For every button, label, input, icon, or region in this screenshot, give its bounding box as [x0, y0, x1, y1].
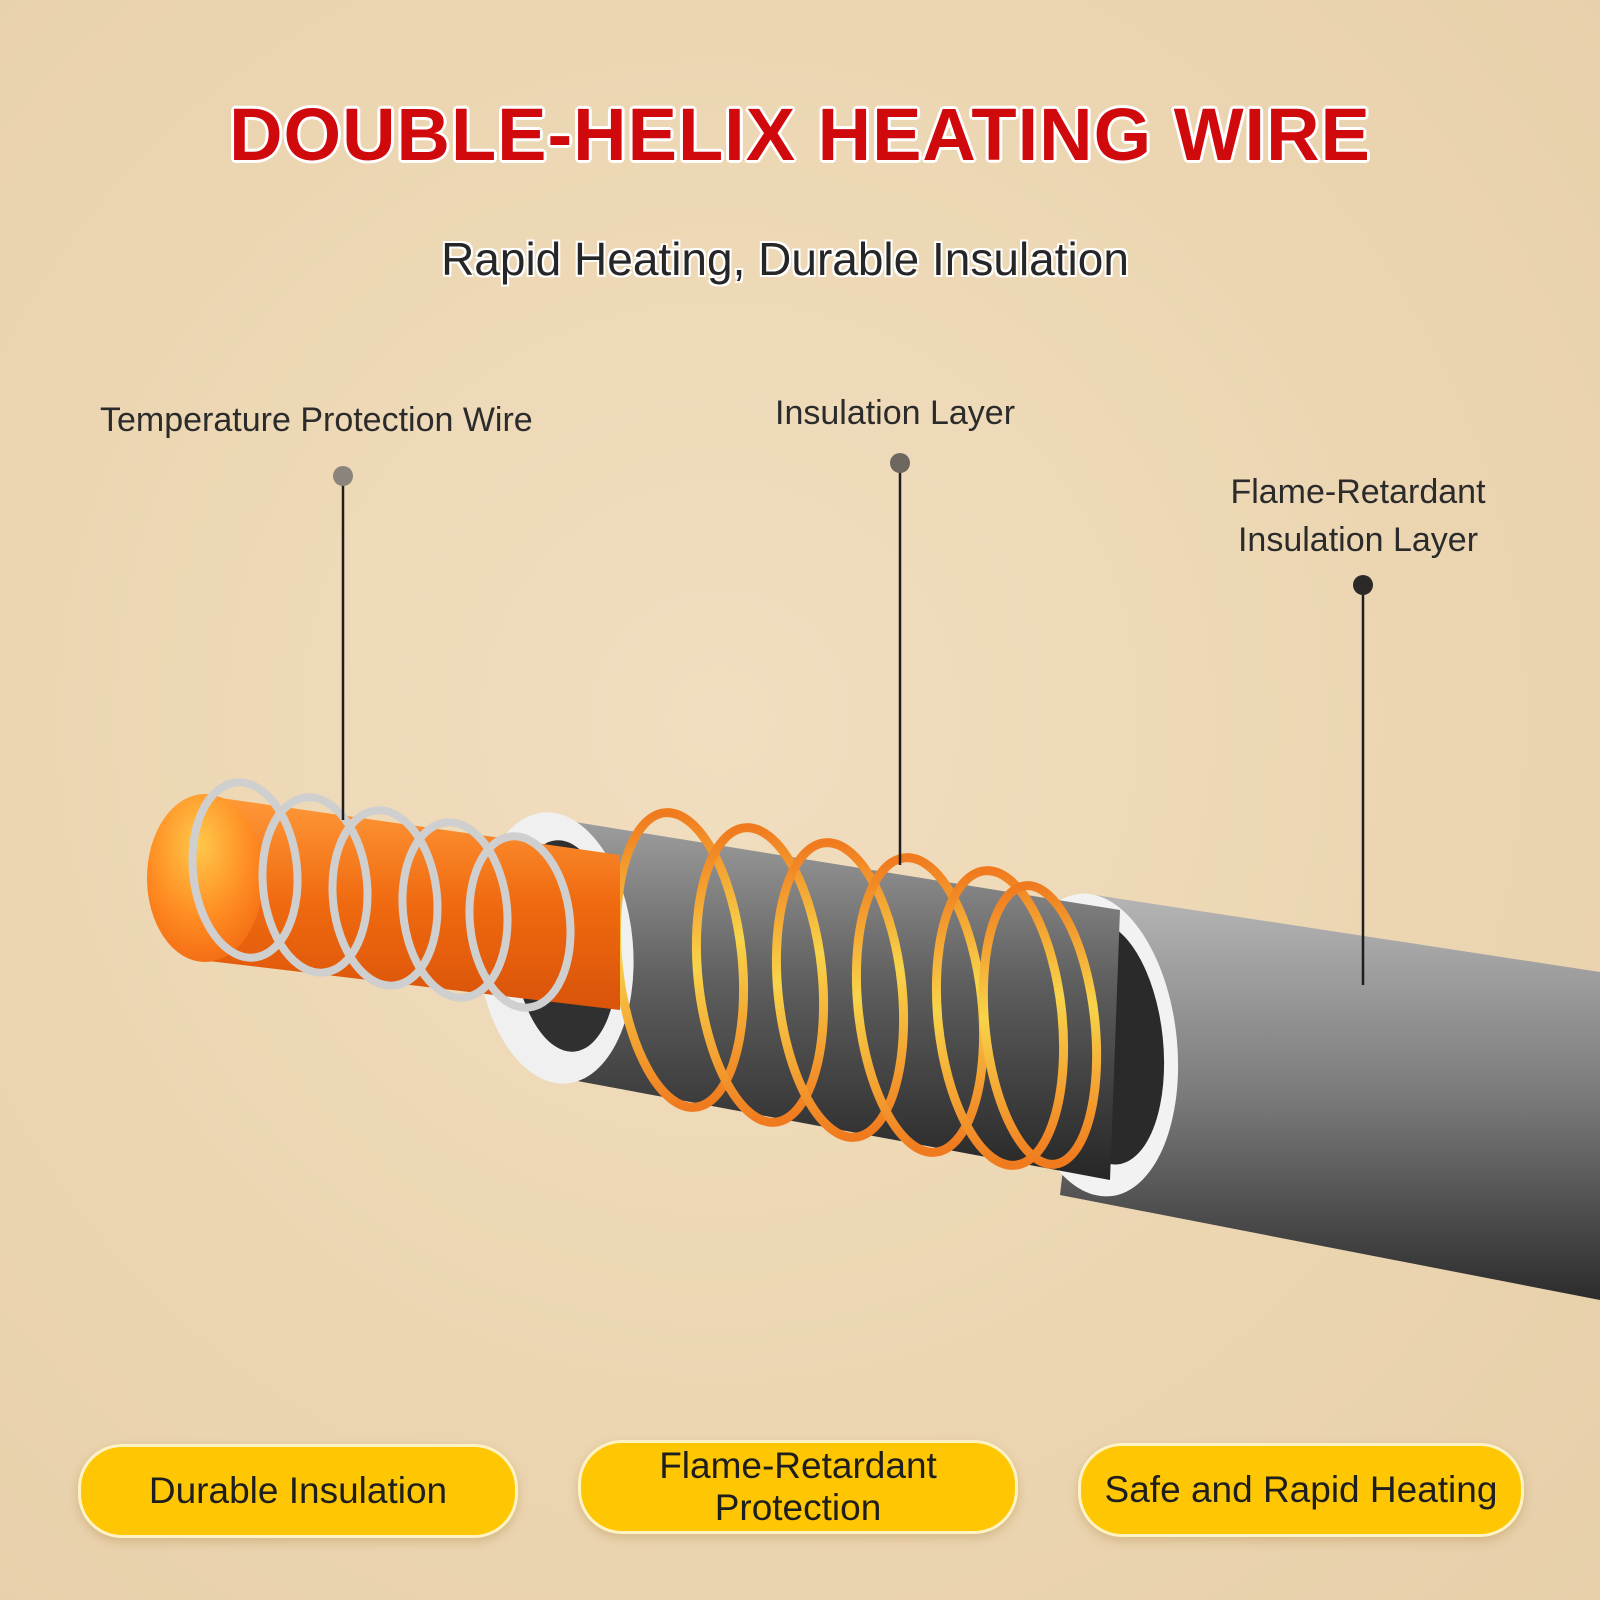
callout-temperature-protection-wire: Temperature Protection Wire [100, 401, 533, 439]
feature-label: Durable Insulation [148, 1470, 448, 1511]
heating-coil [611, 808, 1102, 1170]
callout-flame-line1: Flame-Retardant [1230, 473, 1486, 511]
page-title: DOUBLE-HELIX HEATING WIRE [229, 93, 1371, 176]
conductor-core [147, 794, 620, 1010]
temperature-protection-coil [188, 778, 575, 1012]
callout-insulation-layer: Insulation Layer [775, 394, 1016, 432]
feature-label-line1: Flame-Retardant [659, 1445, 937, 1486]
callout-flame-retardant-insulation-layer: Flame-Retardant Insulation Layer [1198, 468, 1518, 564]
feature-flame-retardant-protection: Flame-Retardant Protection [578, 1440, 1018, 1534]
callout-pointers [333, 453, 1373, 985]
feature-label-line2: Protection [714, 1487, 882, 1528]
feature-label: Safe and Rapid Heating [1104, 1469, 1498, 1510]
callout-flame-line2: Insulation Layer [1237, 521, 1479, 559]
feature-durable-insulation: Durable Insulation [78, 1444, 518, 1538]
feature-safe-rapid-heating: Safe and Rapid Heating [1078, 1443, 1524, 1537]
page-subtitle: Rapid Heating, Durable Insulation [441, 233, 1129, 285]
